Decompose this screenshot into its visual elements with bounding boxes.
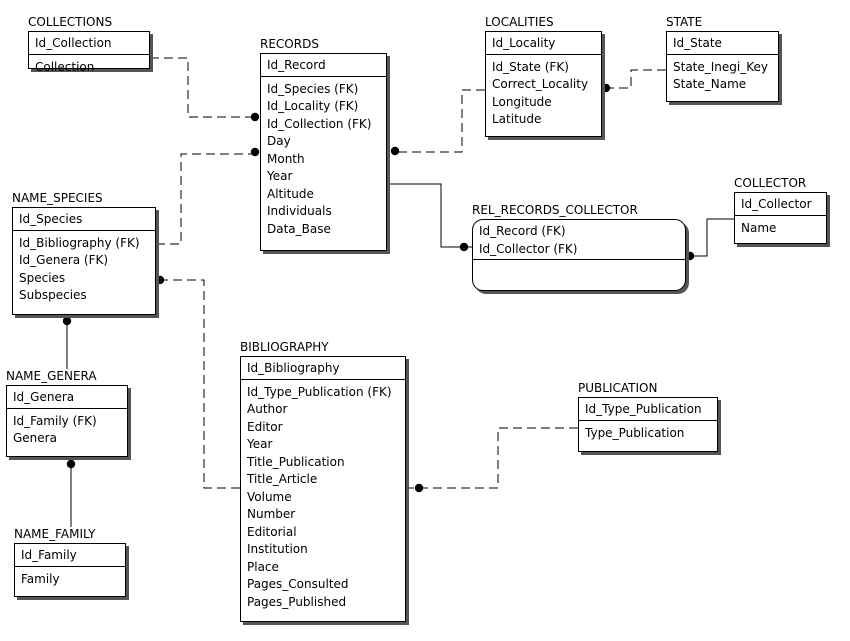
attribute: Correct_Locality bbox=[492, 77, 589, 91]
attribute: Id_Species (FK) bbox=[267, 81, 359, 96]
pk-field: Id_Species bbox=[19, 212, 83, 226]
cardinality-dot bbox=[414, 483, 424, 493]
attribute: Author bbox=[247, 402, 288, 416]
entity-name: LOCALITIES bbox=[485, 15, 554, 29]
attribute: Altitude bbox=[267, 186, 314, 201]
attribute: Subspecies bbox=[19, 288, 87, 302]
attribute: Pages_Consulted bbox=[247, 577, 349, 591]
attribute: Editorial bbox=[247, 524, 297, 539]
entity-name: BIBLIOGRAPHY bbox=[240, 340, 329, 354]
cardinality-dot bbox=[459, 242, 469, 252]
attribute: Id_Genera (FK) bbox=[19, 253, 109, 267]
pk-field: Id_Bibliography bbox=[247, 361, 340, 375]
attribute: Title_Publication bbox=[247, 454, 345, 469]
attribute: Collection bbox=[35, 59, 95, 74]
attribute: Species bbox=[19, 270, 66, 285]
attribute: Number bbox=[247, 507, 296, 521]
pk-field: Id_Type_Publication bbox=[585, 402, 702, 416]
attribute: State_Name bbox=[673, 77, 747, 91]
pk-field: Id_Collector bbox=[741, 197, 812, 211]
pk-field: Id_Genera bbox=[13, 390, 75, 404]
relationship-line-name_species-records bbox=[156, 153, 258, 245]
cardinality-dot bbox=[685, 251, 695, 261]
attribute: Id_Collection (FK) bbox=[267, 116, 372, 131]
attribute: Id_Family (FK) bbox=[13, 413, 97, 428]
pk-field: Id_Collection bbox=[35, 36, 112, 50]
cardinality-dot bbox=[62, 316, 72, 326]
attribute: Volume bbox=[247, 489, 292, 504]
attribute: Genera bbox=[13, 431, 57, 445]
attribute: Individuals bbox=[267, 204, 332, 218]
entity-name: PUBLICATION bbox=[578, 381, 658, 395]
attribute: Id_Type_Publication (FK) bbox=[247, 384, 392, 399]
attribute: Day bbox=[267, 134, 291, 148]
attribute: Data_Base bbox=[267, 221, 331, 236]
relationship-line-collector-rel_records_collector bbox=[686, 218, 734, 257]
pk-field: Id_Collector (FK) bbox=[479, 241, 578, 256]
attribute: Name bbox=[741, 220, 777, 235]
relationship-line-records-rel_records_collector bbox=[387, 183, 472, 248]
pk-field: Id_State bbox=[673, 36, 722, 50]
cardinality-dot bbox=[601, 83, 611, 93]
cardinality-dot bbox=[66, 459, 76, 469]
entity-name: NAME_FAMILY bbox=[14, 527, 96, 541]
attribute: Id_State (FK) bbox=[492, 59, 569, 74]
relationship-line-bibliography-name_species bbox=[158, 279, 240, 489]
attribute: Family bbox=[21, 571, 60, 586]
entity-name: NAME_GENERA bbox=[6, 369, 97, 383]
attribute: Editor bbox=[247, 419, 283, 434]
pk-field: Id_Locality bbox=[492, 36, 556, 50]
relationship-line-publication-bibliography bbox=[406, 427, 578, 489]
attribute: Title_Article bbox=[247, 472, 318, 486]
entity-name: STATE bbox=[666, 15, 703, 29]
entity-name: COLLECTOR bbox=[734, 176, 807, 190]
attribute: Institution bbox=[247, 542, 308, 556]
attribute: Type_Publication bbox=[585, 425, 685, 440]
attribute: Id_Bibliography (FK) bbox=[19, 235, 140, 250]
attribute: Place bbox=[247, 559, 279, 574]
cardinality-dot bbox=[250, 112, 260, 122]
relationship-line-state-localities bbox=[602, 69, 666, 89]
pk-field: Id_Family bbox=[21, 548, 77, 562]
attribute: Longitude bbox=[492, 94, 552, 109]
attribute: State_Inegi_Key bbox=[673, 59, 768, 74]
cardinality-dot bbox=[155, 275, 165, 285]
entity-name: NAME_SPECIES bbox=[12, 191, 103, 205]
attribute: Year bbox=[247, 437, 273, 451]
entity-name: COLLECTIONS bbox=[28, 15, 113, 29]
attribute: Month bbox=[267, 151, 305, 166]
pk-field: Id_Record bbox=[267, 58, 326, 72]
entity-name: RECORDS bbox=[260, 37, 319, 51]
attribute: Pages_Published bbox=[247, 594, 347, 609]
relationship-line-collections-records bbox=[150, 57, 258, 118]
attribute: Year bbox=[267, 169, 293, 183]
pk-field: Id_Record (FK) bbox=[479, 224, 566, 238]
entity-name: REL_RECORDS_COLLECTOR bbox=[472, 203, 638, 217]
relationship-line-localities-records bbox=[396, 89, 485, 153]
cardinality-dot bbox=[390, 146, 400, 156]
attribute: Latitude bbox=[492, 112, 542, 126]
attribute: Id_Locality (FK) bbox=[267, 99, 359, 113]
cardinality-dot bbox=[250, 147, 260, 157]
